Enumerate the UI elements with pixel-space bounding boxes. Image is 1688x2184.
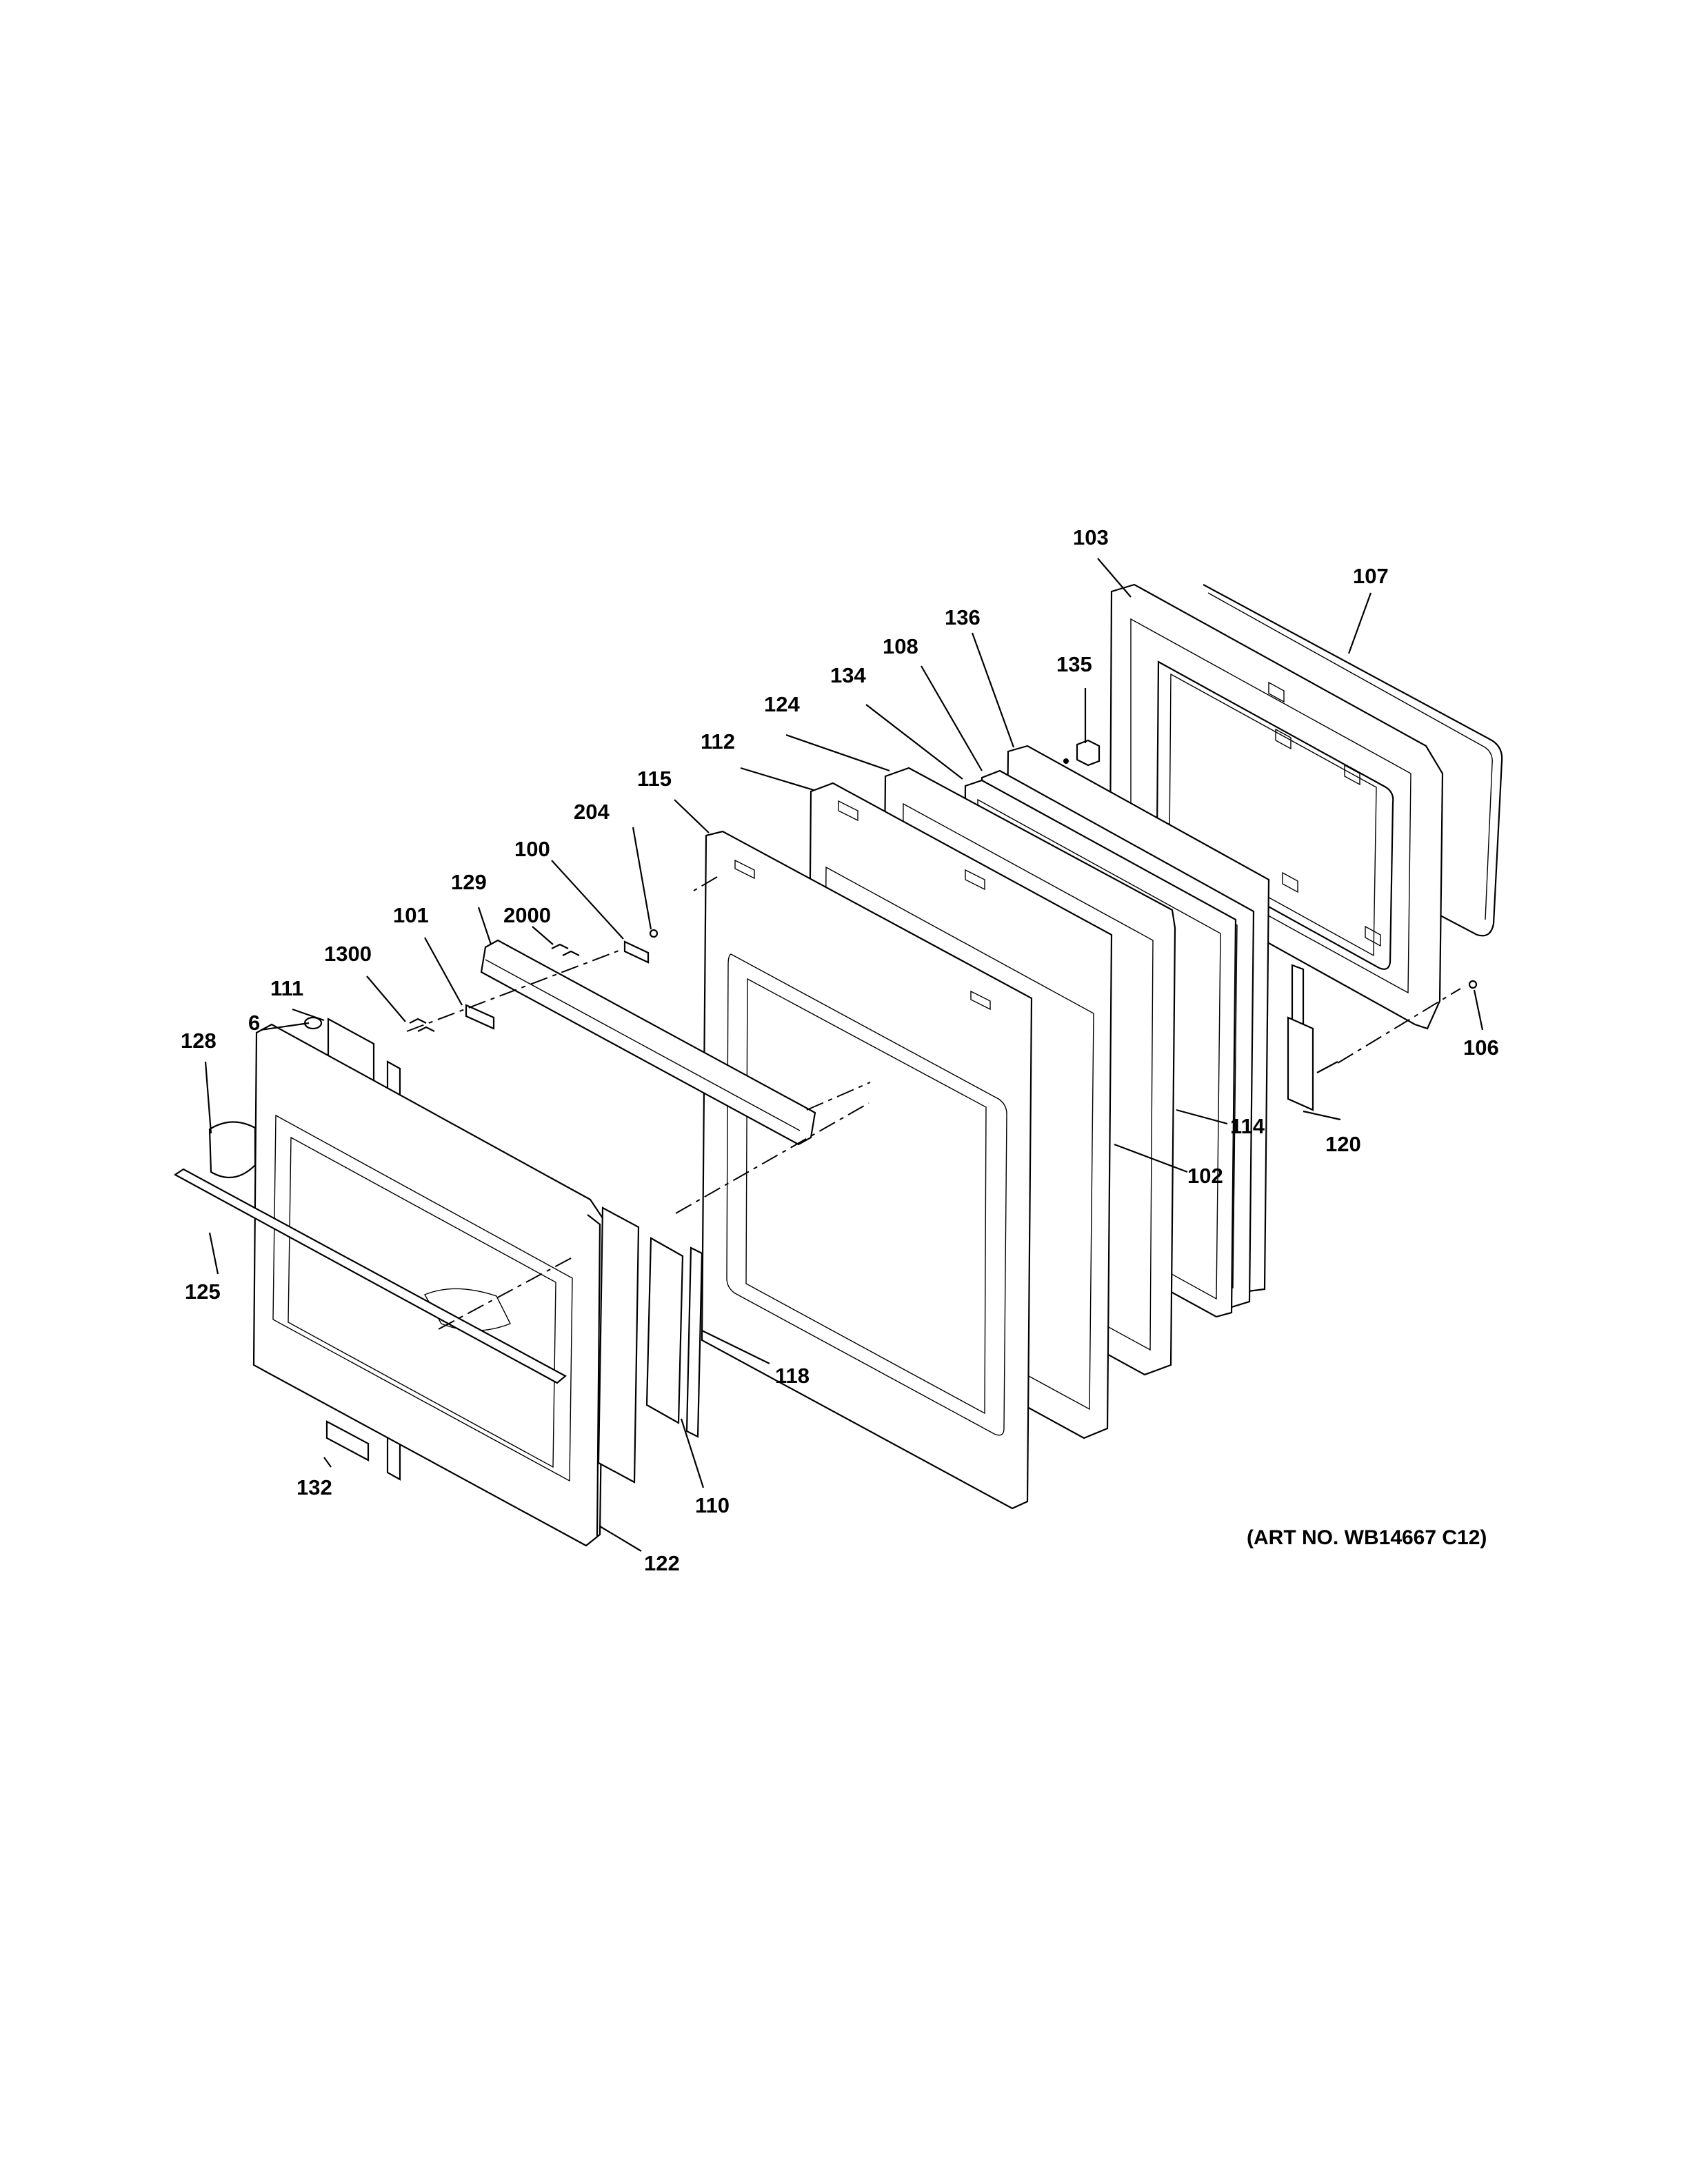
callout-122: 122 (644, 1551, 680, 1575)
callout-128: 128 (181, 1029, 217, 1053)
callout-115: 115 (637, 767, 672, 791)
callout-125: 125 (185, 1280, 221, 1304)
callout-136: 136 (945, 605, 981, 629)
callout-134: 134 (830, 663, 866, 687)
callout-108: 108 (883, 634, 918, 658)
part-100-hinge-clip (623, 940, 650, 964)
assembly-lines (406, 876, 1461, 1330)
callout-132: 132 (297, 1475, 332, 1499)
callout-106: 106 (1463, 1035, 1499, 1060)
callout-110: 110 (695, 1493, 730, 1517)
part-132-badge (325, 1420, 370, 1462)
callout-114: 114 (1230, 1114, 1265, 1138)
part-204-screw (649, 929, 659, 938)
part-101-hinge-clip (465, 1004, 495, 1030)
callout-6: 6 (248, 1011, 260, 1035)
part-125-handle (173, 1168, 567, 1384)
callout-111: 111 (270, 976, 303, 1000)
callout-101: 101 (393, 903, 429, 927)
callout-204: 204 (574, 800, 610, 824)
leader-lines (204, 558, 1484, 1552)
part-1300-screws (409, 1018, 435, 1032)
part-106-screw (1468, 980, 1478, 989)
callout-118: 118 (775, 1364, 810, 1388)
part-120-hinge (1287, 964, 1338, 1111)
callout-103: 103 (1073, 525, 1109, 549)
callout-labels: 103 107 136 135 108 134 124 112 115 204 … (181, 525, 1499, 1575)
part-107-gasket (1203, 584, 1503, 937)
part-115-inner-panel (701, 830, 1033, 1510)
callout-1300: 1300 (324, 942, 372, 966)
callout-124: 124 (764, 692, 800, 716)
art-number: (ART NO. WB14667 C12) (1247, 1526, 1487, 1549)
part-110-side-panel (645, 1237, 684, 1424)
callout-107: 107 (1353, 564, 1389, 588)
callout-102: 102 (1187, 1164, 1223, 1188)
callout-2000: 2000 (503, 903, 551, 927)
callout-129: 129 (451, 870, 487, 894)
part-135-bracket (1063, 739, 1101, 767)
part-129-top-trim (480, 939, 816, 1146)
part-122-outer-door (252, 1023, 605, 1547)
callout-112: 112 (701, 729, 735, 754)
callout-120: 120 (1325, 1132, 1361, 1156)
callout-135: 135 (1056, 652, 1092, 676)
part-128-end-cap (208, 1121, 257, 1179)
part-2000-screws (551, 943, 580, 956)
part-118-side-strip (685, 1246, 703, 1438)
callout-100: 100 (514, 837, 550, 861)
right-hinge-bracket (597, 1206, 640, 1484)
